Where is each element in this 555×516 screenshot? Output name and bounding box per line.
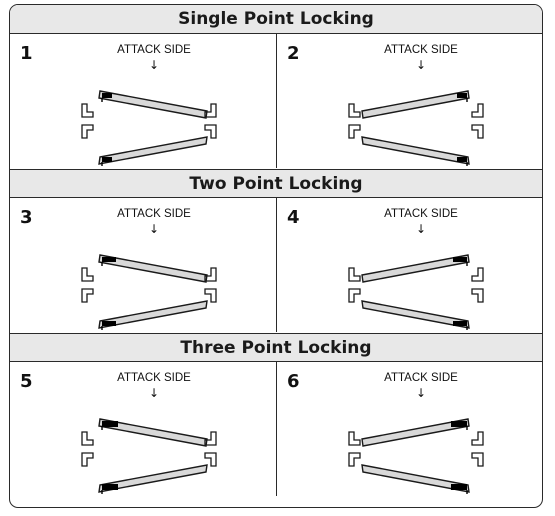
panel-3: 3 ATTACK SIDE ↓ <box>10 198 277 332</box>
door-diagram-single-right <box>348 90 484 166</box>
lock-upper <box>457 93 468 102</box>
door-diagram-single-left <box>81 90 217 166</box>
door-leaf-lower <box>98 464 208 493</box>
door-frame-right <box>471 267 484 303</box>
panel-number: 4 <box>287 207 300 228</box>
panel-4: 4 ATTACK SIDE ↓ <box>277 198 542 332</box>
section-row-3: 5 ATTACK SIDE ↓ <box>10 362 542 496</box>
panel-number: 1 <box>20 43 33 64</box>
panel-number: 5 <box>20 371 33 392</box>
section-row-2: 3 ATTACK SIDE ↓ <box>10 198 542 332</box>
door-frame-right <box>204 431 217 467</box>
door-leaf-upper <box>98 418 208 447</box>
panel-number: 3 <box>20 207 33 228</box>
door-diagram-two-right <box>348 254 484 330</box>
down-arrow-icon: ↓ <box>415 58 427 72</box>
lock-upper <box>101 257 116 266</box>
lock-upper <box>101 421 118 430</box>
attack-side-label: ATTACK SIDE <box>117 372 191 384</box>
door-frame-left <box>348 431 361 467</box>
door-leaf-lower <box>98 300 208 329</box>
panel-number: 6 <box>287 371 300 392</box>
panel-number: 2 <box>287 43 300 64</box>
attack-side-label: ATTACK SIDE <box>384 372 458 384</box>
door-frame-left <box>81 431 94 467</box>
lock-upper <box>101 93 112 102</box>
door-frame-left <box>81 103 94 139</box>
door-frame-left <box>81 267 94 303</box>
attack-side-label: ATTACK SIDE <box>384 208 458 220</box>
door-leaf-lower <box>98 136 208 165</box>
door-frame-right <box>471 103 484 139</box>
door-frame-left <box>348 267 361 303</box>
door-leaf-upper <box>98 90 208 119</box>
section-header-three-point: Three Point Locking <box>10 333 542 362</box>
door-diagram-three-left <box>81 418 217 494</box>
lock-lower <box>451 484 468 494</box>
panel-6: 6 ATTACK SIDE ↓ <box>277 362 542 496</box>
down-arrow-icon: ↓ <box>148 222 160 236</box>
door-frame-right <box>204 103 217 139</box>
door-diagram-three-right <box>348 418 484 494</box>
lock-lower <box>101 157 112 166</box>
section-header-two-point: Two Point Locking <box>10 169 542 198</box>
panel-5: 5 ATTACK SIDE ↓ <box>10 362 277 496</box>
lock-lower <box>101 321 116 330</box>
panel-1: 1 ATTACK SIDE ↓ <box>10 34 277 168</box>
panel-2: 2 ATTACK SIDE ↓ <box>277 34 542 168</box>
door-frame-right <box>471 431 484 467</box>
lock-upper <box>453 257 468 266</box>
door-leaf-upper <box>361 254 470 283</box>
lock-upper <box>451 421 468 430</box>
door-frame-left <box>348 103 361 139</box>
section-header-single-point: Single Point Locking <box>10 5 542 34</box>
door-leaf-lower <box>361 300 470 329</box>
door-leaf-upper <box>98 254 208 283</box>
lock-lower <box>457 157 468 166</box>
lock-lower <box>453 321 468 330</box>
door-leaf-upper <box>361 418 470 447</box>
door-leaf-lower <box>361 464 470 493</box>
attack-side-label: ATTACK SIDE <box>117 44 191 56</box>
down-arrow-icon: ↓ <box>148 386 160 400</box>
attack-side-label: ATTACK SIDE <box>117 208 191 220</box>
door-leaf-upper <box>361 90 470 119</box>
lock-lower <box>101 484 118 494</box>
down-arrow-icon: ↓ <box>148 58 160 72</box>
down-arrow-icon: ↓ <box>415 386 427 400</box>
door-leaf-lower <box>361 136 470 165</box>
door-diagram-two-left <box>81 254 217 330</box>
section-row-1: 1 ATTACK SIDE ↓ <box>10 34 542 168</box>
attack-side-label: ATTACK SIDE <box>384 44 458 56</box>
down-arrow-icon: ↓ <box>415 222 427 236</box>
door-frame-right <box>204 267 217 303</box>
locking-diagram: Single Point Locking 1 ATTACK SIDE ↓ <box>9 4 543 508</box>
